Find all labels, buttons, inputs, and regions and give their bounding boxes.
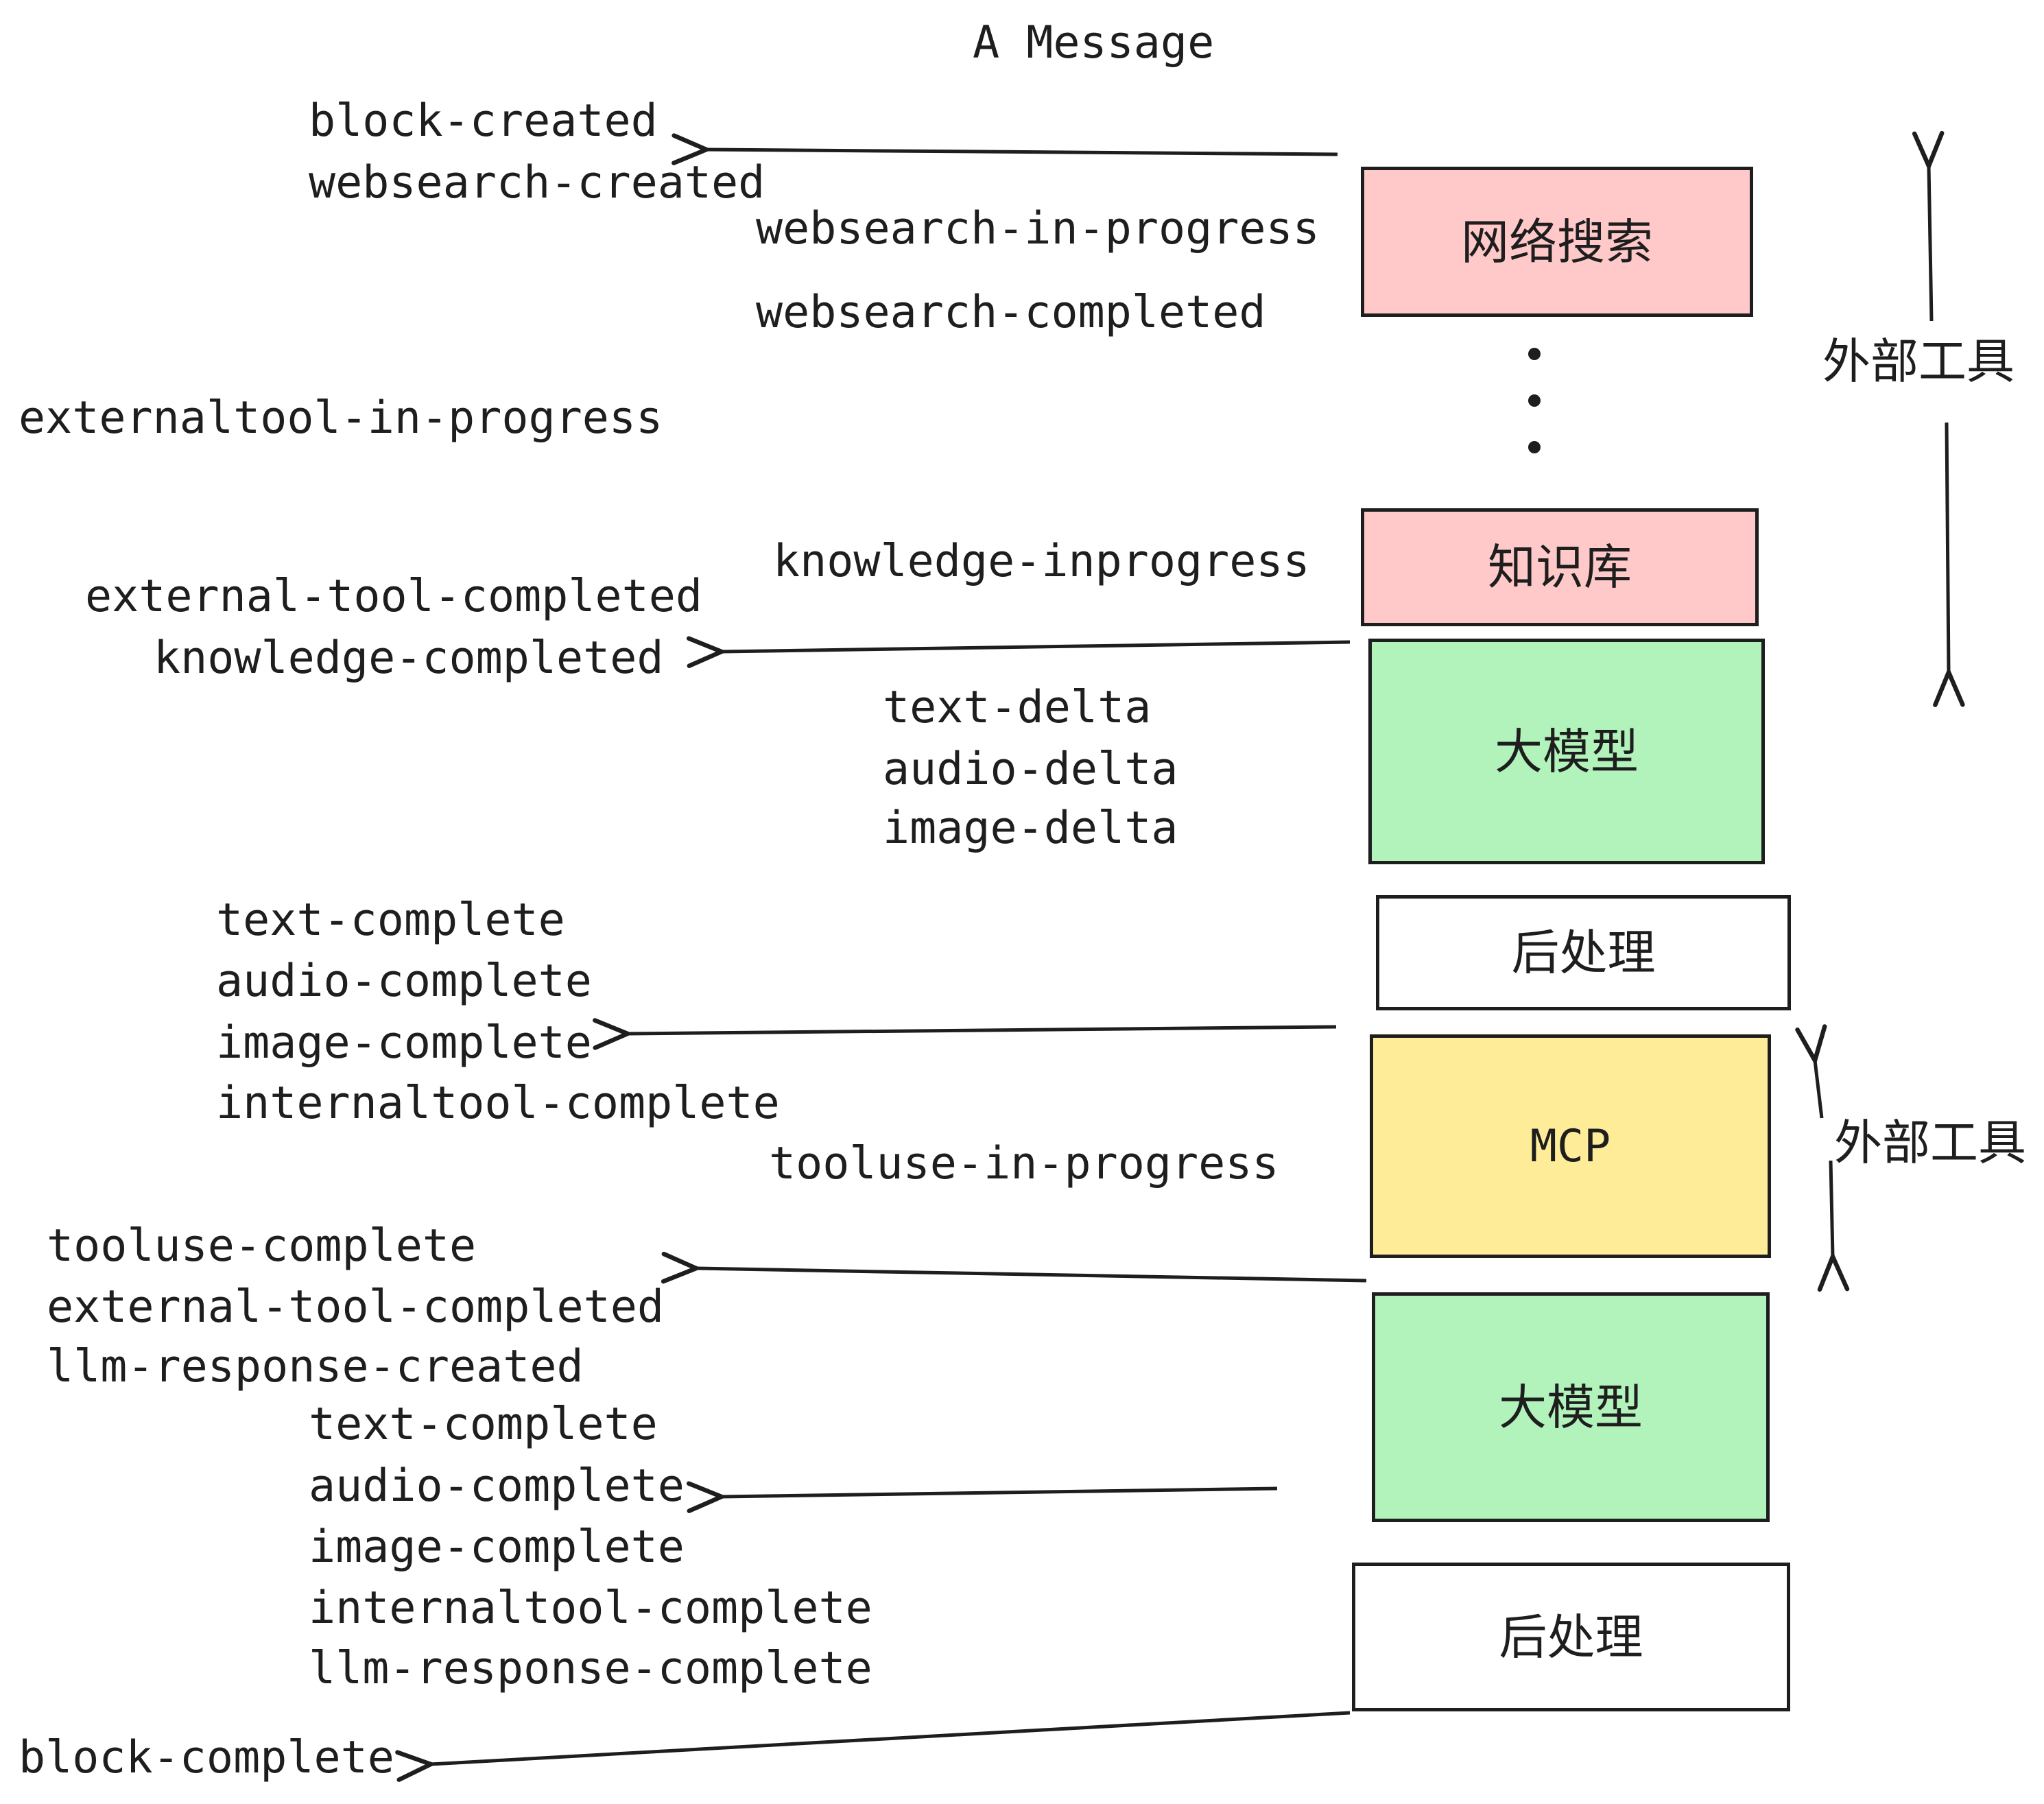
ellipsis-dot-3 [1528, 441, 1541, 453]
diagram-title: A Message [973, 17, 1215, 69]
external-tools-1-up-arrow [1929, 166, 1932, 322]
knowledge-box: 知识库 [1361, 508, 1759, 626]
external-tools-2-down-arrow [1831, 1160, 1833, 1257]
websearch-box: 网络搜索 [1361, 167, 1753, 317]
external-tools-annotation-1: 外部工具 [1822, 335, 2015, 388]
external-tools-2-up-arrow [1815, 1060, 1822, 1119]
event-websearch-created: websearch-created [309, 157, 765, 209]
event-audio-complete-1: audio-complete [216, 956, 592, 1007]
event-llm-response-created: llm-response-created [47, 1341, 584, 1392]
event-image-complete-2: image-complete [309, 1521, 685, 1573]
llm-box-1: 大模型 [1368, 639, 1765, 864]
event-tooluse-in-progress: tooluse-in-progress [769, 1138, 1279, 1189]
ellipsis-dot-2 [1528, 394, 1541, 407]
postprocess-box-2: 后处理 [1352, 1563, 1790, 1711]
arrow-tooluse-complete [696, 1268, 1367, 1281]
event-tooluse-complete: tooluse-complete [47, 1220, 477, 1272]
event-knowledge-completed: knowledge-completed [154, 632, 664, 684]
event-externaltool-in-progress: externaltool-in-progress [19, 392, 663, 444]
ellipsis-dot-1 [1528, 348, 1541, 360]
arrow-image-complete [628, 1027, 1337, 1034]
event-image-delta-1: image-delta [883, 803, 1178, 854]
arrow-knowledge-completed [722, 642, 1351, 652]
event-block-complete: block-complete [19, 1732, 394, 1783]
postprocess-box-1: 后处理 [1376, 895, 1791, 1010]
event-external-tool-completed-1: external-tool-completed [85, 571, 703, 622]
event-image-complete-1: image-complete [216, 1017, 592, 1069]
external-tools-annotation-2: 外部工具 [1834, 1116, 2026, 1170]
arrow-block-complete [431, 1711, 1351, 1764]
event-text-complete-2: text-complete [309, 1399, 658, 1450]
event-external-tool-completed-2: external-tool-completed [47, 1281, 665, 1333]
arrow-audio-complete [722, 1488, 1278, 1497]
event-text-delta-1: text-delta [883, 682, 1152, 733]
event-internaltool-complete-2: internaltool-complete [309, 1582, 872, 1634]
event-websearch-in-progress: websearch-in-progress [756, 203, 1320, 254]
event-llm-response-complete: llm-response-complete [309, 1643, 872, 1694]
external-tools-1-down-arrow [1947, 422, 1949, 672]
mcp-box: MCP [1370, 1034, 1771, 1258]
llm-box-2: 大模型 [1372, 1292, 1770, 1522]
event-block-created: block-created [309, 95, 658, 147]
event-internaltool-complete-1: internaltool-complete [216, 1078, 780, 1129]
event-audio-complete-2: audio-complete [309, 1460, 685, 1512]
event-text-complete-1: text-complete [216, 894, 565, 946]
event-websearch-completed: websearch-completed [756, 287, 1266, 338]
event-audio-delta-1: audio-delta [883, 744, 1178, 795]
arrow-block-created [706, 150, 1338, 154]
event-knowledge-inprogress: knowledge-inprogress [773, 536, 1310, 587]
